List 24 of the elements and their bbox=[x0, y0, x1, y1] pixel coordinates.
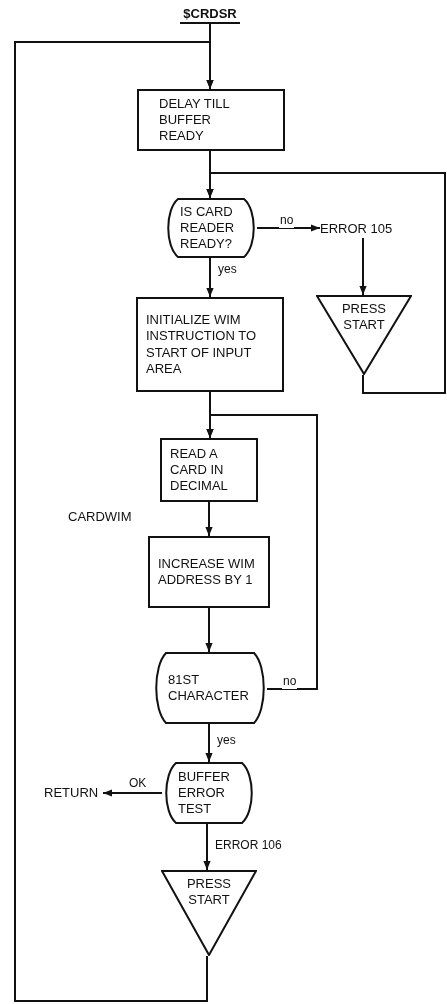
process-box: READ A CARD IN DECIMAL bbox=[160, 438, 258, 502]
process-box: INITIALIZE WIM INSTRUCTION TO START OF INPUT AREA bbox=[136, 297, 284, 392]
exit-label: RETURN bbox=[44, 784, 104, 802]
arrow bbox=[203, 823, 211, 871]
error-label: ERROR 105 bbox=[320, 220, 400, 238]
arrow bbox=[205, 723, 213, 763]
arrow bbox=[205, 607, 213, 653]
decision-shape: BUFFER ERROR TEST bbox=[162, 762, 256, 824]
arrow bbox=[206, 172, 446, 394]
arrow bbox=[206, 257, 214, 298]
process-box: INCREASE WIM ADDRESS BY 1 bbox=[148, 536, 270, 608]
arrow bbox=[256, 224, 321, 232]
decision-shape: 81ST CHARACTER bbox=[152, 652, 268, 724]
process-box: DELAY TILL BUFFER READY bbox=[137, 89, 285, 151]
halt-triangle: PRESS START bbox=[161, 870, 257, 956]
arrow bbox=[14, 41, 214, 1002]
arrow bbox=[359, 237, 367, 296]
decision-shape: IS CARD READER READY? bbox=[164, 198, 258, 258]
arrow bbox=[205, 501, 213, 537]
arrow bbox=[102, 789, 163, 797]
entry-label: $CRDSR bbox=[180, 4, 240, 24]
arrow bbox=[206, 414, 318, 690]
halt-triangle: PRESS START bbox=[316, 295, 412, 375]
routine-label: CARDWIM bbox=[68, 509, 132, 526]
